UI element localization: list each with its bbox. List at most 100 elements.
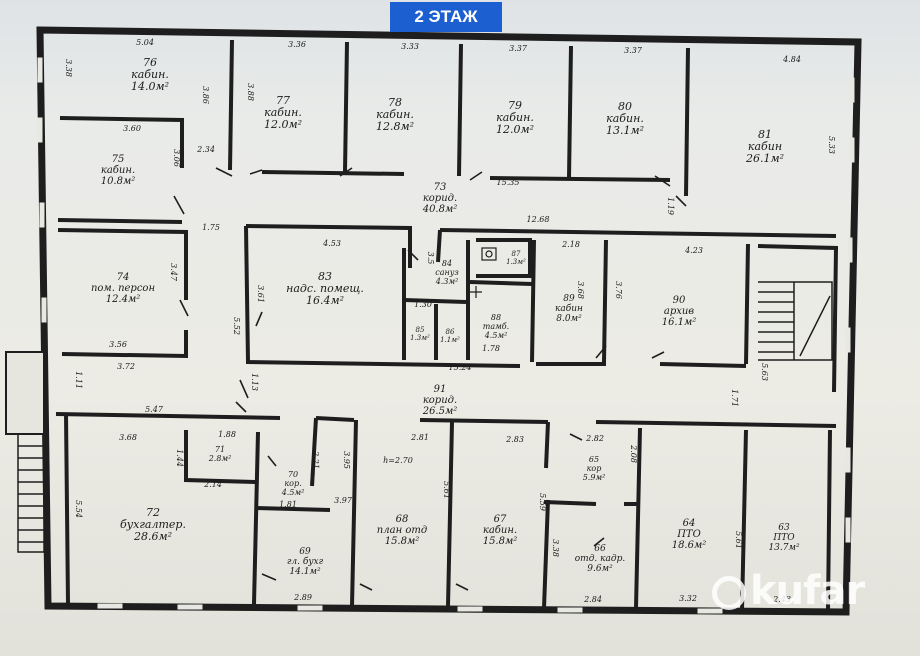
room-71-label-line: 71 bbox=[215, 445, 225, 454]
room-75-label-line: кабин. bbox=[101, 165, 135, 176]
room-67-label-line: 67 bbox=[494, 514, 507, 525]
room-65-label-line: кор bbox=[587, 464, 602, 473]
room-84-label-line: 4.3м² bbox=[435, 277, 459, 286]
dimension-label: 4.23 bbox=[684, 246, 703, 255]
room-79-label-line: 12.0м² bbox=[496, 123, 534, 136]
dimension-label: 5.47 bbox=[145, 405, 164, 414]
dimension-label: 15.35 bbox=[497, 178, 520, 187]
dimension-label: 2.82 bbox=[585, 434, 604, 443]
dimension-label: 2.84 bbox=[583, 595, 602, 604]
dimension-label: 2.08 bbox=[629, 444, 638, 463]
dimension-label: 3.33 bbox=[401, 42, 419, 51]
room-76-label-line: 76 bbox=[143, 56, 157, 69]
room-70-label-line: 4.5м² bbox=[281, 488, 305, 497]
room-91-label-line: корид. bbox=[423, 395, 457, 406]
room-90-label-line: 16.1м² bbox=[662, 317, 697, 328]
dimension-label: 1.75 bbox=[202, 223, 220, 232]
room-79-label-line: 79 bbox=[508, 99, 522, 112]
kufar-watermark: kufar bbox=[712, 568, 865, 614]
room-64-label-line: ПТО bbox=[676, 529, 701, 540]
room-79-label-line: кабин. bbox=[496, 111, 534, 124]
room-78-label-line: 12.8м² bbox=[376, 120, 414, 133]
room-72-label-line: 72 bbox=[146, 506, 160, 519]
dimension-label: 3.38 bbox=[64, 59, 73, 77]
room-81-label-line: 26.1м² bbox=[745, 152, 784, 165]
room-80-label-line: кабин. bbox=[606, 112, 644, 125]
room-75-label-line: 10.8м² bbox=[101, 176, 136, 187]
dimension-label: 3.86 bbox=[201, 86, 210, 104]
room-70-label-line: кор. bbox=[284, 479, 301, 488]
dimension-label: 1.11 bbox=[74, 371, 83, 389]
outer-walls bbox=[36, 26, 862, 616]
dimension-label: 1.81 bbox=[279, 500, 297, 509]
room-66-label-line: отд. кадр. bbox=[575, 554, 626, 564]
dimension-label: 3.37 bbox=[624, 46, 643, 55]
room-87-label-line: 87 bbox=[512, 250, 521, 258]
room-67-label-line: 15.8м² bbox=[483, 536, 518, 547]
room-70-label-line: 70 bbox=[288, 470, 298, 479]
room-69-label-line: гл. бухг bbox=[287, 556, 324, 567]
dimension-label: 5.61 bbox=[734, 531, 743, 549]
room-69-label-line: 14.1м² bbox=[289, 567, 321, 577]
dimension-label: 3.61 bbox=[256, 285, 265, 303]
dimension-label: 3.76 bbox=[614, 281, 623, 299]
dimension-label: 5.52 bbox=[232, 317, 241, 335]
dimension-label: 1.88 bbox=[218, 430, 236, 439]
dimension-label: 3.60 bbox=[123, 124, 141, 133]
room-74-label-line: пом. персон bbox=[91, 283, 155, 294]
room-80-label-line: 80 bbox=[618, 100, 632, 113]
room-66-label-line: 9.6м² bbox=[587, 564, 613, 574]
door-swings bbox=[173, 167, 687, 591]
room-63-label-line: ПТО bbox=[772, 533, 795, 543]
room-78-label-line: 78 bbox=[388, 96, 402, 109]
dimension-label: 3.88 bbox=[246, 83, 255, 101]
room-72-label-line: бухгалтер. bbox=[120, 518, 186, 531]
watermark-logo-icon bbox=[712, 576, 746, 610]
room-83-label-line: надс. помещ. bbox=[286, 282, 364, 295]
room-74-label-line: 12.4м² bbox=[106, 294, 141, 305]
outer-wall bbox=[36, 26, 862, 616]
room-83-label-line: 16.4м² bbox=[306, 294, 344, 307]
room-67-label-line: кабин. bbox=[483, 525, 517, 536]
dimension-label: 3.97 bbox=[334, 496, 353, 505]
room-69-label-line: 69 bbox=[299, 547, 311, 557]
room-81-label-line: кабин bbox=[748, 140, 782, 153]
dimension-label: 5.63 bbox=[760, 363, 769, 381]
dimension-label: 15.24 bbox=[449, 363, 472, 372]
room-86-label-line: 86 bbox=[446, 328, 455, 336]
dimension-label: 3.56 bbox=[109, 340, 127, 349]
room-85-label-line: 1.3м² bbox=[410, 334, 430, 342]
room-78-label-line: кабин. bbox=[376, 108, 414, 121]
dimension-label: 5.04 bbox=[136, 38, 154, 47]
room-89-label-line: 8.0м² bbox=[556, 314, 582, 324]
dimension-label: 4.53 bbox=[322, 239, 341, 248]
room-64-label-line: 18.6м² bbox=[672, 540, 707, 551]
dimension-label: 2.83 bbox=[505, 435, 524, 444]
room-75-label-line: 75 bbox=[112, 154, 125, 165]
dimension-label: 12.68 bbox=[527, 215, 550, 224]
room-73-label-line: 73 bbox=[434, 182, 447, 193]
room-91-label-line: 26.5м² bbox=[422, 406, 458, 417]
room-74-label-line: 74 bbox=[117, 272, 130, 283]
room-63-label-line: 63 bbox=[778, 523, 790, 533]
dimension-label: 1.78 bbox=[482, 344, 500, 353]
dimension-label: 2.43 bbox=[772, 595, 791, 604]
left-stairs bbox=[5, 351, 45, 553]
room-68-label-line: 15.8м² bbox=[385, 536, 420, 547]
room-labels: 76кабин.14.0м²77кабин.12.0м²78кабин.12.8… bbox=[91, 56, 800, 577]
room-65-label-line: 5.9м² bbox=[583, 473, 606, 482]
dimension-label: 5.61 bbox=[442, 481, 451, 499]
room-76-label-line: 14.0м² bbox=[131, 80, 169, 93]
room-83-label-line: 83 bbox=[318, 270, 332, 283]
room-68-label-line: 68 bbox=[396, 514, 409, 525]
dimension-label: 3.68 bbox=[576, 281, 585, 299]
fixtures bbox=[470, 247, 497, 298]
dimension-label: 3.36 bbox=[288, 40, 306, 49]
room-86-label-line: 1.1м² bbox=[440, 336, 460, 344]
room-89-label-line: 89 bbox=[563, 294, 575, 304]
room-84-label-line: сануз bbox=[435, 268, 459, 277]
dimension-label: 2.14 bbox=[203, 480, 222, 489]
room-77-label-line: 12.0м² bbox=[264, 118, 302, 131]
dimension-label: 4.84 bbox=[782, 55, 801, 64]
